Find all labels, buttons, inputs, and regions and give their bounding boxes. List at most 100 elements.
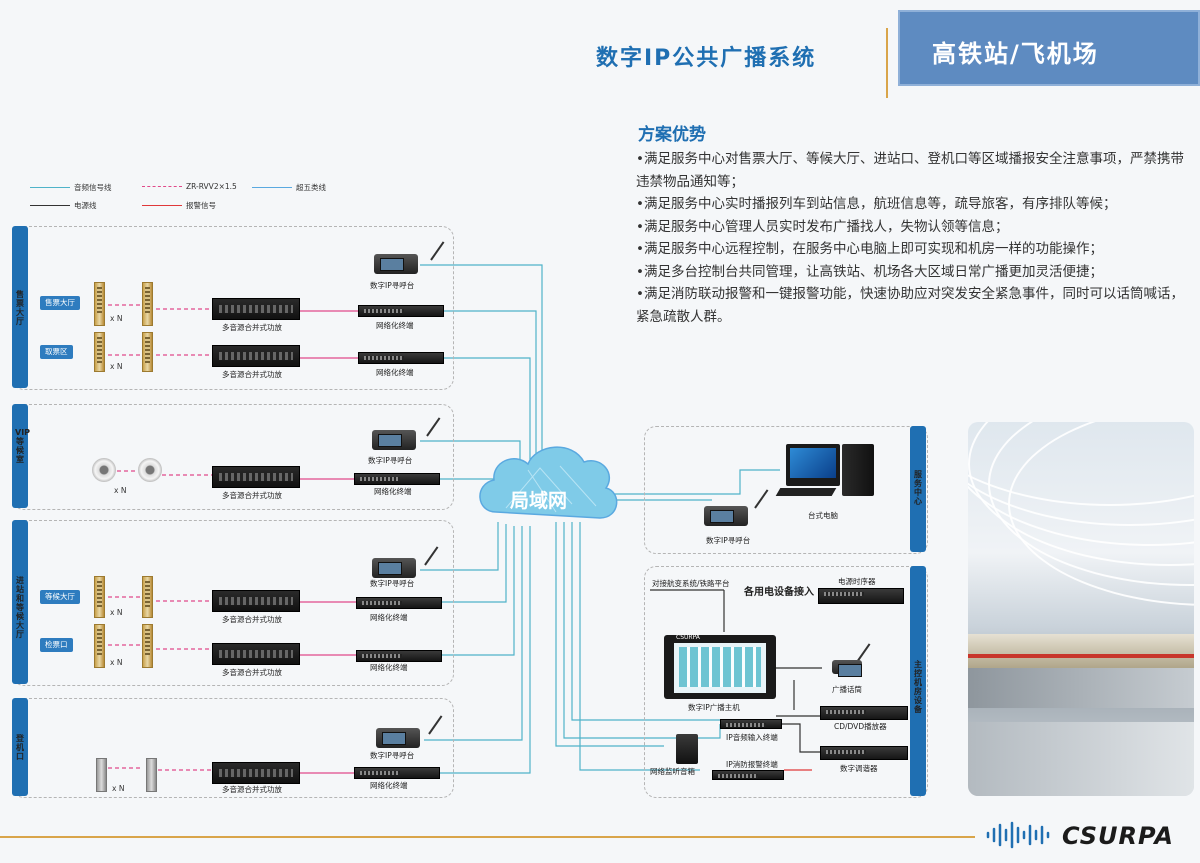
region-tag — [12, 698, 28, 796]
timer-label: 电源时序器 — [838, 577, 876, 586]
legend-alarm: 报警信号 — [142, 200, 216, 211]
amplifier — [212, 590, 300, 612]
fire-alarm-label: IP消防报警终端 — [726, 760, 778, 769]
amplifier-label: 多音源合并式功放 — [222, 491, 282, 500]
advantage-item: •满足服务中心管理人员实时发布广播找人，失物认领等信息； — [636, 218, 1009, 235]
broadcast-mic-label: 广播话筒 — [832, 685, 862, 694]
advantages-list: •满足服务中心对售票大厅、等候大厅、进站口、登机口等区域播报安全注意事项，严禁携… — [636, 148, 1196, 328]
zone-checkin: 检票口 — [40, 638, 73, 652]
call-station-label: 数字IP寻呼台 — [370, 281, 415, 290]
amplifier — [212, 466, 300, 488]
footer-line — [0, 836, 975, 838]
amplifier — [212, 345, 300, 367]
aviation-link-label: 对接航变系统/铁路平台 — [652, 579, 730, 588]
host-brand: CSURPA — [676, 634, 700, 641]
call-station — [704, 506, 748, 526]
call-station — [376, 728, 420, 748]
region-tag — [12, 520, 28, 684]
column-speaker — [142, 332, 153, 372]
region-service-center — [644, 426, 928, 554]
region-tag — [12, 404, 28, 508]
terminal-label: 网络化终端 — [370, 663, 408, 672]
ceiling-speaker — [138, 458, 162, 482]
amplifier-label: 多音源合并式功放 — [222, 323, 282, 332]
column-speaker — [94, 624, 105, 668]
brand-logo: CSURPA — [1062, 822, 1174, 850]
multiplier: x N — [114, 486, 127, 495]
power-sequencer — [818, 588, 904, 604]
backup-power-label: 各用电设备接入 — [744, 587, 814, 598]
zone-ticket: 售票大厅 — [40, 296, 80, 310]
advantage-item: •满足服务中心对售票大厅、等候大厅、进站口、登机口等区域播报安全注意事项，严禁携… — [636, 151, 1184, 190]
call-station — [372, 430, 416, 450]
network-terminal — [354, 473, 440, 485]
multiplier: x N — [110, 362, 123, 371]
host-screen — [674, 643, 766, 693]
multiplier: x N — [110, 658, 123, 667]
amplifier-label: 多音源合并式功放 — [222, 785, 282, 794]
legend-cat5: 超五类线 — [252, 182, 326, 193]
desktop-tower — [842, 444, 874, 496]
advantage-item: •满足多台控制台共同管理，让高铁站、机场各大区域日常广播更加灵活便捷； — [636, 263, 1103, 280]
region-label-ticket-hall: 售票大厅 — [16, 290, 24, 326]
advantage-item: •满足服务中心实时播报列车到站信息，航班信息等，疏导旅客，有序排队等候； — [636, 196, 1117, 212]
zone-waiting: 等候大厅 — [40, 590, 80, 604]
monitor-speaker — [676, 734, 698, 764]
logo-wave-icon — [986, 821, 1050, 849]
terminal-label: 网络化终端 — [370, 781, 408, 790]
amplifier — [212, 643, 300, 665]
column-speaker — [94, 332, 105, 372]
terminal-label: 网络化终端 — [374, 487, 412, 496]
broadcast-mic — [832, 660, 862, 677]
amplifier — [212, 762, 300, 784]
region-control-room — [644, 566, 928, 798]
column-speaker — [94, 576, 105, 618]
network-terminal — [354, 767, 440, 779]
column-speaker — [142, 282, 153, 326]
monitor-speaker-label: 网络监听音箱 — [650, 767, 695, 776]
network-terminal — [356, 650, 442, 662]
page-title: 数字IP公共广播系统 — [596, 46, 817, 71]
legend-power: 电源线 — [30, 200, 97, 211]
column-speaker — [94, 282, 105, 326]
legend-audio: 音频信号线 — [30, 182, 112, 193]
region-label-control-room: 主控机房设备 — [914, 660, 922, 714]
tuner — [820, 746, 908, 760]
keyboard — [775, 488, 837, 496]
fire-alarm-terminal — [712, 770, 784, 780]
legend: 音频信号线 ZR-RVV2×1.5 超五类线 电源线 报警信号 — [30, 180, 330, 216]
column-speaker — [142, 576, 153, 618]
region-label-boarding: 登机口 — [16, 734, 24, 761]
region-tag — [910, 426, 926, 552]
region-label-entrance: 进站和等候大厅 — [16, 576, 24, 639]
advantage-item: •满足服务中心远程控制，在服务中心电脑上即可实现和机房一样的功能操作； — [636, 241, 1103, 257]
ceiling-speaker — [92, 458, 116, 482]
call-station-label: 数字IP寻呼台 — [368, 456, 413, 465]
call-station-label: 数字IP寻呼台 — [370, 579, 415, 588]
amplifier-label: 多音源合并式功放 — [222, 370, 282, 379]
region-label-vip: VIP等候室 — [15, 428, 31, 464]
multiplier: x N — [112, 784, 125, 793]
terminal-label: 网络化终端 — [376, 321, 414, 330]
terminal-label: 网络化终端 — [370, 613, 408, 622]
call-station — [372, 558, 416, 578]
region-label-service-center: 服务中心 — [914, 470, 922, 506]
amplifier — [212, 298, 300, 320]
region-tag — [12, 226, 28, 388]
column-speaker — [96, 758, 107, 792]
broadcast-host: CSURPA — [664, 634, 776, 699]
zone-pickup: 取票区 — [40, 345, 73, 359]
audio-input-label: IP音频输入终端 — [726, 733, 778, 742]
amplifier-label: 多音源合并式功放 — [222, 668, 282, 677]
advantage-item: •满足消防联动报警和一键报警功能，快速协助应对突发安全紧急事件，同时可以话筒喊话… — [636, 286, 1184, 325]
banner: 高铁站/飞机场 — [898, 10, 1200, 86]
network-terminal — [356, 597, 442, 609]
audio-input-terminal — [720, 719, 782, 729]
amplifier-label: 多音源合并式功放 — [222, 615, 282, 624]
call-station — [374, 254, 418, 274]
cloud-label: 局域网 — [510, 490, 568, 512]
terminal-label: 网络化终端 — [376, 368, 414, 377]
station-photo — [968, 422, 1194, 796]
multiplier: x N — [110, 314, 123, 323]
